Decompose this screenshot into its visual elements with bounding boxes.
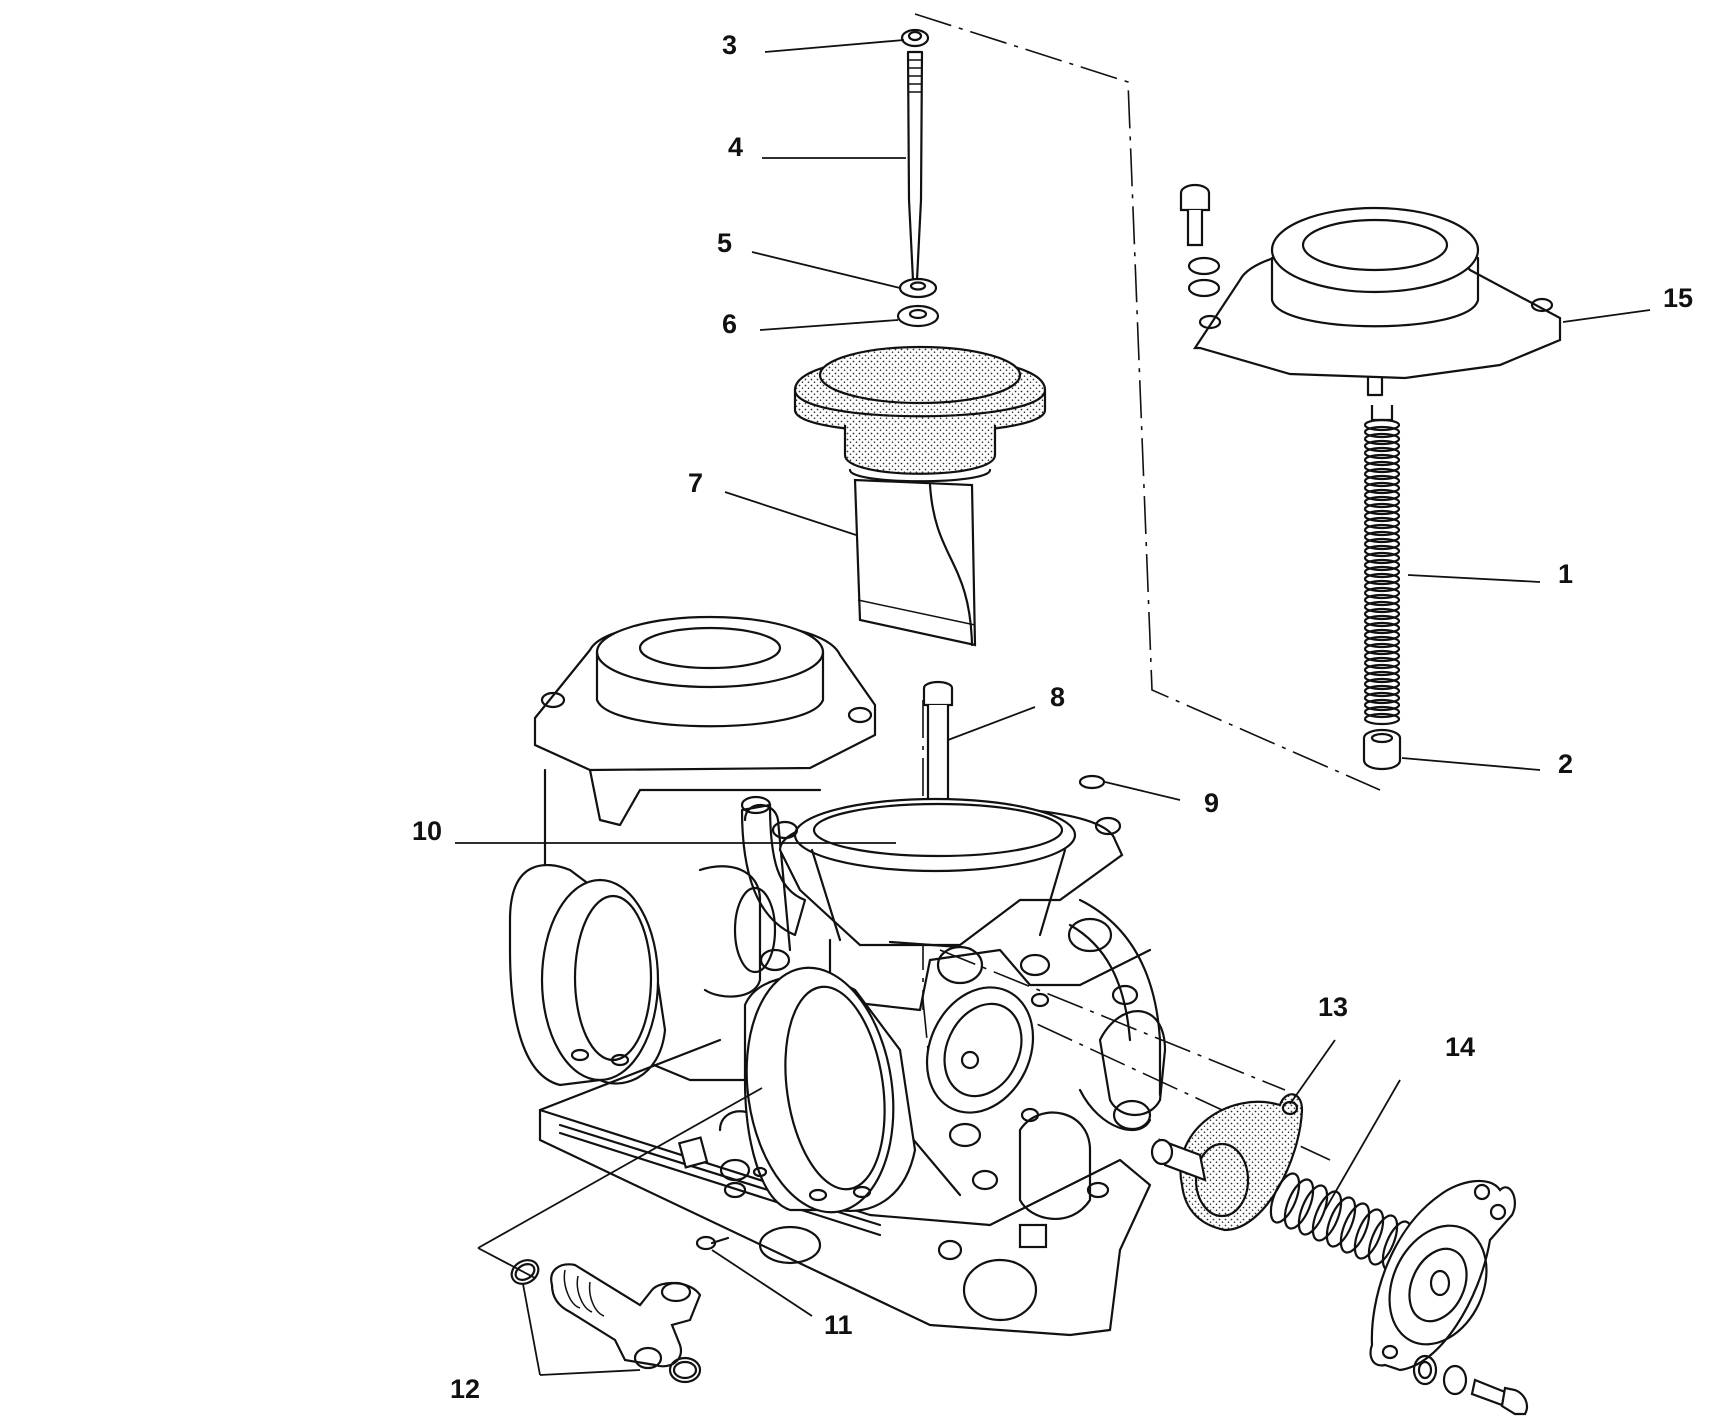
part-11-screw bbox=[695, 1235, 730, 1251]
pump-spring-coil bbox=[1311, 1190, 1343, 1242]
spring-coil bbox=[1363, 670, 1401, 684]
spring-coil bbox=[1363, 593, 1401, 607]
callout-labels: 3 4 5 6 7 8 9 10 11 12 13 14 15 1 2 bbox=[412, 30, 1693, 1404]
callout-7: 7 bbox=[688, 468, 703, 498]
spring-coil bbox=[1363, 432, 1401, 446]
spring-coil bbox=[1363, 635, 1401, 649]
part-9-o-ring bbox=[1078, 774, 1106, 790]
spring-coil bbox=[1363, 467, 1401, 481]
callout-1: 1 bbox=[1558, 559, 1573, 589]
callout-6: 6 bbox=[722, 309, 737, 339]
spring-coil bbox=[1363, 509, 1401, 523]
spring-coil bbox=[1363, 425, 1401, 439]
pump-cover-screw bbox=[1412, 1354, 1529, 1416]
spring-coil bbox=[1363, 621, 1401, 635]
spring-coil bbox=[1363, 453, 1401, 467]
part-4-jet-needle bbox=[906, 50, 924, 282]
spring-coil bbox=[1363, 488, 1401, 502]
spring-coil bbox=[1363, 537, 1401, 551]
spring-coil bbox=[1363, 544, 1401, 558]
spring-coil bbox=[1363, 439, 1401, 453]
spring-coil bbox=[1363, 642, 1401, 656]
spring-coil bbox=[1363, 565, 1401, 579]
pump-spring-coil bbox=[1339, 1202, 1371, 1254]
callout-10: 10 bbox=[412, 816, 442, 846]
spring-coil bbox=[1363, 446, 1401, 460]
spring-coil bbox=[1363, 516, 1401, 530]
spring-coil bbox=[1363, 698, 1401, 712]
spring-coil bbox=[1363, 460, 1401, 474]
spring-coil bbox=[1363, 530, 1401, 544]
spring-coil bbox=[1363, 474, 1401, 488]
part-5-washer bbox=[898, 277, 938, 299]
callout-5: 5 bbox=[717, 228, 732, 258]
callout-13: 13 bbox=[1318, 992, 1348, 1022]
part-13-pump-diaphragm bbox=[1150, 1093, 1304, 1232]
pump-spring-coil bbox=[1353, 1208, 1385, 1260]
spring-coil bbox=[1363, 614, 1401, 628]
pump-spring-coil bbox=[1297, 1184, 1329, 1236]
spring-coil bbox=[1363, 684, 1401, 698]
pump-cover bbox=[1369, 1179, 1517, 1372]
spring-coil bbox=[1363, 628, 1401, 642]
part-15-top-cover bbox=[1192, 206, 1562, 397]
callout-11: 11 bbox=[824, 1310, 853, 1340]
spring-coil bbox=[1363, 705, 1401, 719]
spring-coil bbox=[1363, 677, 1401, 691]
part-7-diaphragm-slide bbox=[793, 345, 1047, 647]
spring-coil bbox=[1363, 579, 1401, 593]
part-12-fitting bbox=[510, 1259, 702, 1384]
callout-2: 2 bbox=[1558, 749, 1573, 779]
spring-coil bbox=[1363, 607, 1401, 621]
callout-8: 8 bbox=[1050, 682, 1065, 712]
spring-coil bbox=[1363, 656, 1401, 670]
part-2-spring-seat bbox=[1362, 728, 1402, 771]
callout-12: 12 bbox=[450, 1374, 480, 1404]
part-15-cover-screw bbox=[1179, 183, 1221, 298]
spring-coil bbox=[1363, 502, 1401, 516]
callout-3: 3 bbox=[722, 30, 737, 60]
spring-coil bbox=[1363, 600, 1401, 614]
pump-spring-coil bbox=[1269, 1172, 1301, 1224]
callout-4: 4 bbox=[728, 132, 743, 162]
leader-lines bbox=[455, 39, 1651, 1376]
spring-coil bbox=[1363, 495, 1401, 509]
spring-coil bbox=[1363, 558, 1401, 572]
part-1-spring bbox=[1363, 405, 1401, 726]
spring-coil bbox=[1363, 523, 1401, 537]
carburetor-body bbox=[508, 615, 1167, 1337]
callout-9: 9 bbox=[1204, 788, 1219, 818]
spring-coil bbox=[1363, 572, 1401, 586]
spring-coil bbox=[1363, 418, 1401, 432]
spring-coil bbox=[1363, 481, 1401, 495]
spring-coil bbox=[1363, 586, 1401, 600]
pump-spring-coil bbox=[1367, 1214, 1399, 1266]
part-6-washer bbox=[896, 304, 940, 328]
spring-coil bbox=[1363, 649, 1401, 663]
part-3-clip bbox=[900, 28, 930, 48]
part-14-pump-spring bbox=[1269, 1172, 1413, 1272]
spring-coil bbox=[1363, 663, 1401, 677]
spring-coil bbox=[1363, 691, 1401, 705]
spring-coil bbox=[1363, 712, 1401, 726]
pump-spring-coil bbox=[1283, 1178, 1315, 1230]
callout-15: 15 bbox=[1663, 283, 1693, 313]
pump-spring-coil bbox=[1325, 1196, 1357, 1248]
callout-14: 14 bbox=[1445, 1032, 1475, 1062]
spring-coil bbox=[1363, 551, 1401, 565]
